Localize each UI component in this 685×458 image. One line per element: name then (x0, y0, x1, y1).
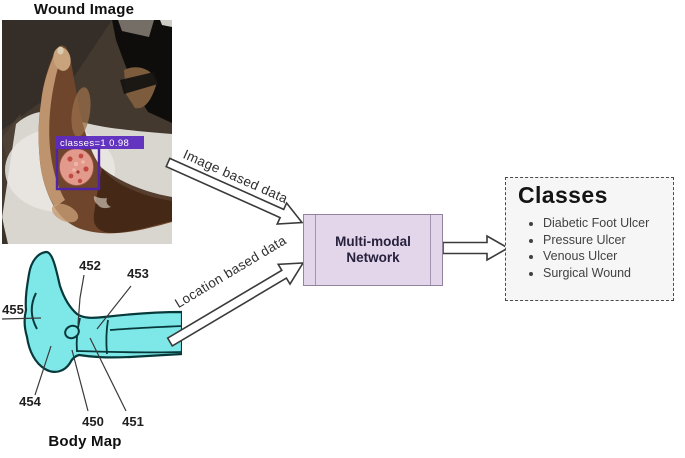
body-map: 452 453 455 454 450 451 (1, 250, 182, 429)
foot-sole-highlight (38, 55, 65, 207)
class-item-pressure: Pressure Ulcer (543, 233, 673, 249)
body-map-region-label-455: 455 (2, 302, 24, 317)
body-map-region-label-451: 451 (122, 414, 144, 429)
wound-texture (67, 153, 89, 184)
body-map-region-label-450: 450 (82, 414, 104, 429)
foot-top-highlight (71, 87, 91, 137)
classes-list: Diabetic Foot Ulcer Pressure Ulcer Venou… (506, 216, 673, 281)
photo-corner-highlight (160, 20, 172, 27)
classes-title: Classes (518, 182, 608, 208)
cloth-corner-shadow (2, 216, 7, 244)
body-map-region-label-453: 453 (127, 266, 149, 281)
classes-box: Classes Diabetic Foot Ulcer Pressure Ulc… (505, 177, 674, 301)
class-item-surgical: Surgical Wound (543, 266, 673, 282)
image-arrow-label: Image based data (180, 146, 291, 207)
callout-lines (1, 274, 132, 412)
chair-arm (118, 20, 154, 37)
body-map-title: Body Map (48, 433, 122, 450)
big-toe (53, 47, 71, 71)
heel-highlight (51, 203, 79, 223)
network-label-line2: Network (346, 250, 400, 265)
heel-crescent-line (30, 292, 38, 330)
class-item-venous: Venous Ulcer (543, 249, 673, 265)
sandal-strap (120, 72, 158, 94)
network-label-line1: Multi-modal (335, 234, 411, 249)
malleolus-circle (64, 324, 80, 340)
location-arrow-label: Location based data (172, 232, 289, 311)
body-map-region-label-452: 452 (79, 258, 101, 273)
multimodal-network-box: Multi-modal Network (303, 214, 443, 286)
network-box-inner-line-right (430, 215, 431, 285)
ankle-smudge (93, 196, 111, 209)
ankle-dark-shade (93, 168, 172, 233)
detection-label-text: classes=1 0.98 (60, 138, 129, 149)
body-map-region-label-454: 454 (19, 394, 41, 409)
output-arrow (442, 234, 510, 262)
leg-line-lower (76, 350, 182, 354)
toenail (57, 46, 64, 55)
foot-shape (38, 45, 172, 234)
detection-label-bg (56, 136, 144, 149)
wound-image-title: Wound Image (33, 1, 135, 18)
class-item-diabetic: Diabetic Foot Ulcer (543, 216, 673, 232)
network-box-inner-line-left (315, 215, 316, 285)
body-map-foot-silhouette (23, 250, 182, 373)
wound-photo: classes=1 0.98 (2, 20, 172, 244)
wound-area (59, 148, 94, 186)
